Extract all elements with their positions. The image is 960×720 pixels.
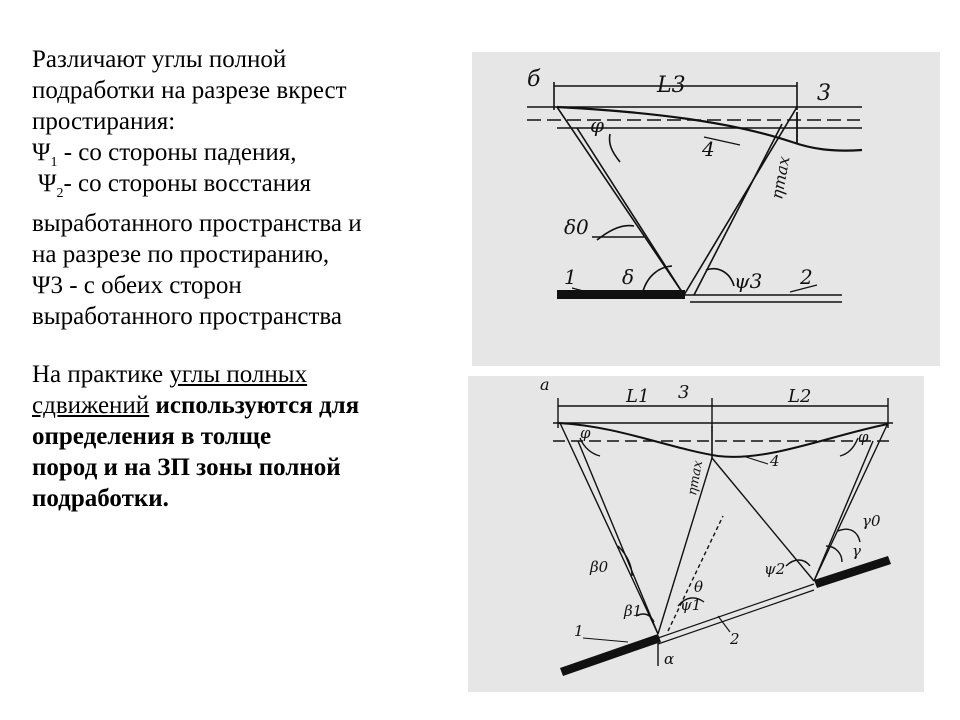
label-gamma0: γ0: [862, 512, 881, 530]
label-L1: L1: [625, 386, 649, 407]
angle-arc: [579, 437, 601, 457]
psi-subscript: 1: [50, 155, 58, 170]
psi2-line: Ψ2- со стороны восстания: [32, 168, 462, 201]
angle-arc: [785, 559, 811, 567]
label-1: 1: [574, 622, 584, 640]
label-phi-right: φ: [858, 428, 869, 446]
label-1: 1: [564, 265, 577, 289]
angle-arc: [837, 528, 861, 543]
mined-seam-block: [557, 290, 685, 299]
leader-line-1: [582, 637, 629, 643]
text-line: подработки на разрезе вкрест: [32, 77, 347, 104]
label-phi-left: φ: [580, 424, 591, 442]
diagram-bottom-svg: а L1 3 L2 φ φ 4 ηmax γ0 γ β0 ψ2 θ ψ1 β1 …: [540, 376, 893, 676]
text-span: На практике: [32, 361, 170, 388]
angle-arc: [635, 613, 655, 623]
text-line: простирания:: [32, 108, 176, 135]
leader-line-2: [717, 615, 731, 633]
text-line: Различают углы полной: [32, 46, 287, 73]
label-phi: φ: [590, 113, 604, 137]
psi-subscript: 2: [56, 186, 64, 201]
label-psi2: ψ2: [764, 560, 785, 578]
boundary-ray: [683, 106, 798, 296]
text-line: Ψ3 - с обеих сторон: [32, 272, 242, 299]
bold-line: определения в толще: [32, 423, 272, 450]
angle-arc-psi3: [705, 268, 735, 287]
psi2-description: - со стороны восстания: [63, 170, 312, 197]
psi-symbol: Ψ: [32, 139, 51, 166]
label-a: а: [540, 376, 550, 394]
label-theta: θ: [694, 578, 703, 596]
label-beta1: β1: [623, 602, 642, 620]
label-gamma: γ: [852, 542, 861, 560]
label-delta: δ: [622, 265, 634, 289]
angle-arc: [825, 545, 843, 563]
label-psi3: ψ3: [734, 269, 762, 293]
underlined-text: сдвижений: [32, 392, 150, 419]
label-eta-max: ηmax: [767, 155, 793, 201]
leader-line-4: [742, 455, 769, 465]
angle-arc: [839, 437, 859, 457]
label-eta-max: ηmax: [685, 459, 706, 497]
subsidence-curve: [557, 422, 889, 458]
boundary-ray: [693, 123, 783, 296]
subsidence-curve: [556, 105, 863, 152]
psi-symbol: Ψ: [38, 170, 57, 197]
diagram-bottom-panel: а L1 3 L2 φ φ 4 ηmax γ0 γ β0 ψ2 θ ψ1 β1 …: [468, 376, 924, 692]
boundary-ray: [559, 422, 659, 635]
leader-line-2: [789, 284, 818, 293]
psi1-description: - со стороны падения,: [57, 139, 297, 166]
label-3: 3: [817, 81, 831, 106]
angle-arc-delta0: [596, 224, 635, 241]
practice-line-1: На практике углы полных: [32, 359, 462, 390]
label-2: 2: [729, 630, 740, 648]
text-line: на разрезе по простиранию,: [32, 241, 330, 268]
boundary-ray: [556, 106, 685, 296]
diagram-top-panel: б L3 3 φ 4 ηmax δ0 1 δ ψ3 2: [472, 52, 940, 366]
bold-line: пород и на ЗП зоны полной: [32, 454, 341, 481]
boundary-ray: [657, 457, 713, 635]
bold-line: подработки.: [32, 485, 169, 512]
angle-arc: [677, 597, 705, 607]
psi1-line: Ψ1 - со стороны падения,: [32, 137, 462, 170]
description-text: Различают углы полной подработки на разр…: [32, 44, 462, 514]
boundary-ray: [711, 457, 815, 582]
text-line: выработанного пространства: [32, 303, 342, 330]
label-L2: L2: [787, 386, 811, 407]
label-4: 4: [769, 452, 780, 470]
seam-line-lower: [657, 589, 815, 645]
boundary-ray: [813, 422, 889, 582]
diagram-top-svg: б L3 3 φ 4 ηmax δ0 1 δ ψ3 2: [527, 67, 863, 303]
seam-block-right: [814, 556, 891, 588]
angle-arc-phi: [608, 133, 621, 163]
seam-block-left: [560, 634, 661, 676]
label-beta0: β0: [589, 558, 609, 576]
helper-ray: [667, 515, 724, 632]
label-2: 2: [799, 265, 813, 289]
leader-line-4: [703, 136, 741, 146]
boundary-ray: [813, 440, 874, 582]
label-3: 3: [678, 382, 689, 403]
label-L3: L3: [656, 73, 686, 98]
label-delta0: δ0: [564, 215, 589, 239]
paragraph-gap: [32, 332, 462, 359]
label-psi1: ψ1: [680, 596, 701, 614]
boundary-ray: [577, 440, 659, 635]
bold-text: используются для: [149, 392, 360, 419]
underlined-text: углы полных: [169, 361, 308, 388]
angle-arc: [617, 545, 633, 577]
practice-line-2: сдвижений используются для: [32, 390, 462, 421]
label-b: б: [527, 67, 541, 92]
text-line: выработанного пространства и: [32, 210, 362, 237]
seam-line: [657, 583, 815, 639]
label-alpha: α: [664, 650, 674, 668]
label-4: 4: [701, 137, 715, 161]
